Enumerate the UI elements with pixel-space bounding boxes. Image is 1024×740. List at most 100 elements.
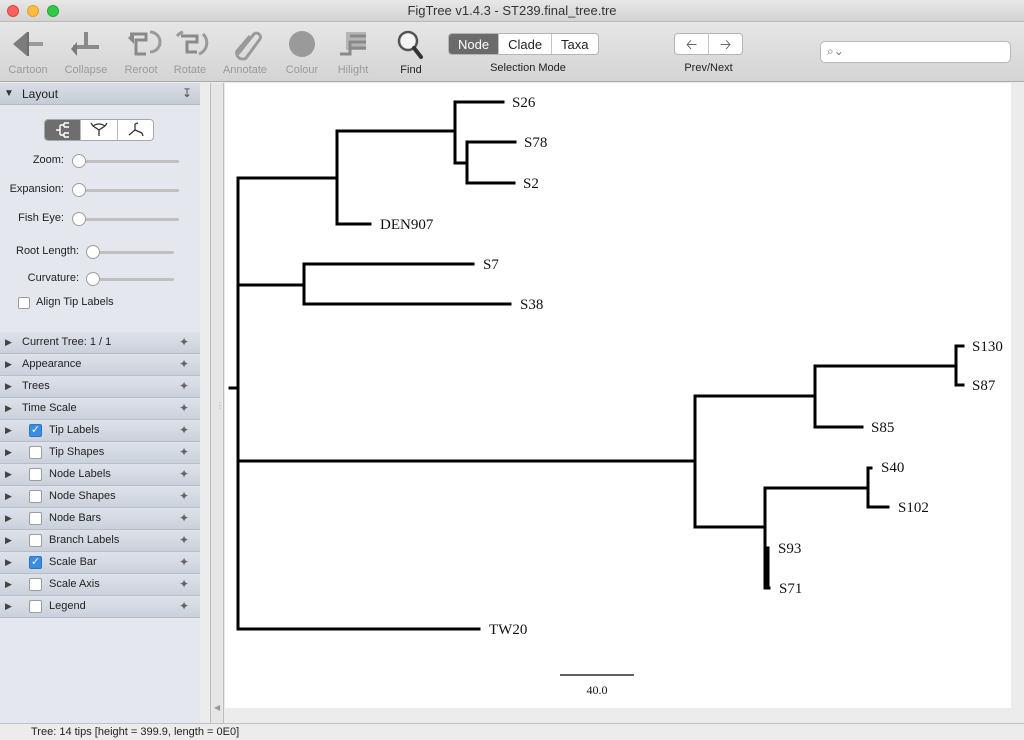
pin-icon[interactable]: ✦ <box>179 511 190 525</box>
hilight-button[interactable]: Hilight <box>326 26 380 76</box>
tree-canvas[interactable]: S26 S78 S2 DEN907 S7 S38 S130 S87 S85 S4… <box>225 83 1011 708</box>
search-box[interactable]: ⌕⌄ <box>820 41 1011 63</box>
root-length-slider-knob[interactable] <box>86 245 100 259</box>
pin-icon[interactable]: ✦ <box>179 577 190 591</box>
panel-legend[interactable]: ▶ Legend ✦ <box>0 596 200 618</box>
radial-layout-button[interactable] <box>118 120 153 140</box>
tip-label[interactable]: S71 <box>779 581 802 597</box>
rectangular-layout-button[interactable] <box>45 120 82 140</box>
curvature-slider-track[interactable] <box>87 278 174 281</box>
panel-time-scale[interactable]: ▶ Time Scale ✦ <box>0 398 200 420</box>
selection-mode-clade[interactable]: Clade <box>499 34 553 54</box>
close-window-button[interactable] <box>7 5 19 17</box>
zoom-slider-knob[interactable] <box>72 154 86 168</box>
cartoon-button[interactable]: Cartoon <box>1 26 55 76</box>
scale-axis-checkbox[interactable] <box>29 578 42 591</box>
pin-icon[interactable]: ✦ <box>179 401 190 415</box>
zoom-slider-track[interactable] <box>73 160 179 163</box>
minimize-window-button[interactable] <box>27 5 39 17</box>
cartoon-icon <box>13 32 43 56</box>
arrow-right-icon: 🡢 <box>719 36 732 52</box>
tip-label[interactable]: S40 <box>881 460 904 476</box>
panel-scale-axis[interactable]: ▶ Scale Axis ✦ <box>0 574 200 596</box>
zoom-label: Zoom: <box>32 154 64 166</box>
tip-labels-checkbox[interactable]: ✓ <box>29 424 42 437</box>
split-divider[interactable]: ⋮ ◀ <box>210 83 224 723</box>
panel-node-labels[interactable]: ▶ Node Labels ✦ <box>0 464 200 486</box>
curvature-slider-knob[interactable] <box>86 272 100 286</box>
tip-label[interactable]: S85 <box>871 420 894 436</box>
panel-node-shapes[interactable]: ▶ Node Shapes ✦ <box>0 486 200 508</box>
scale-bar: 40.0 <box>560 674 634 697</box>
disclosure-right-icon: ▶ <box>5 403 12 413</box>
tip-label[interactable]: S7 <box>483 257 499 273</box>
tip-label[interactable]: S93 <box>778 541 801 557</box>
panel-tip-labels[interactable]: ▶ ✓ Tip Labels ✦ <box>0 420 200 442</box>
zoom-slider-row: Zoom: <box>0 153 200 169</box>
pin-icon[interactable]: ✦ <box>179 423 190 437</box>
tip-label[interactable]: S87 <box>972 378 996 394</box>
scale-bar-checkbox[interactable]: ✓ <box>29 556 42 569</box>
panel-trees[interactable]: ▶ Trees ✦ <box>0 376 200 398</box>
polar-layout-button[interactable] <box>81 120 118 140</box>
tree-view[interactable]: S26 S78 S2 DEN907 S7 S38 S130 S87 S85 S4… <box>225 83 1011 708</box>
layout-panel-header[interactable]: ▼ Layout ↧ <box>0 83 200 105</box>
pin-icon[interactable]: ✦ <box>179 357 190 371</box>
maximize-window-button[interactable] <box>47 5 59 17</box>
branch-labels-checkbox[interactable] <box>29 534 42 547</box>
fish-eye-label: Fish Eye: <box>18 212 64 224</box>
panel-appearance[interactable]: ▶ Appearance ✦ <box>0 354 200 376</box>
pin-icon[interactable]: ✦ <box>179 379 190 393</box>
panel-branch-labels[interactable]: ▶ Branch Labels ✦ <box>0 530 200 552</box>
polar-layout-icon <box>90 122 108 136</box>
align-tip-labels-checkbox[interactable] <box>18 297 30 309</box>
colour-button[interactable]: Colour <box>275 26 329 76</box>
tip-label[interactable]: TW20 <box>489 622 527 638</box>
expansion-slider-knob[interactable] <box>72 183 86 197</box>
tip-label[interactable]: S26 <box>512 95 536 111</box>
panel-scale-bar[interactable]: ▶ ✓ Scale Bar ✦ <box>0 552 200 574</box>
tip-label[interactable]: S130 <box>972 339 1003 355</box>
pin-icon[interactable]: ✦ <box>179 533 190 547</box>
rotate-button[interactable]: Rotate <box>163 26 217 76</box>
panel-current-tree[interactable]: ▶ Current Tree: 1 / 1 ✦ <box>0 332 200 354</box>
reroot-button[interactable]: Reroot <box>114 26 168 76</box>
tip-shapes-checkbox[interactable] <box>29 446 42 459</box>
search-input[interactable] <box>845 44 1005 60</box>
title-bar: FigTree v1.4.3 - ST239.final_tree.tre <box>0 0 1024 22</box>
selection-mode-taxa[interactable]: Taxa <box>561 37 589 52</box>
collapse-button[interactable]: Collapse <box>59 26 113 76</box>
disclosure-right-icon: ▶ <box>5 513 12 523</box>
node-labels-checkbox[interactable] <box>29 468 42 481</box>
layout-type-control <box>44 119 154 141</box>
pin-icon[interactable]: ✦ <box>179 467 190 481</box>
node-bars-checkbox[interactable] <box>29 512 42 525</box>
panel-node-bars[interactable]: ▶ Node Bars ✦ <box>0 508 200 530</box>
next-button[interactable]: 🡢 <box>709 34 742 54</box>
find-button[interactable]: Find <box>384 26 438 76</box>
fish-eye-slider-knob[interactable] <box>72 212 86 226</box>
annotate-button[interactable]: Annotate <box>218 26 272 76</box>
tip-label[interactable]: DEN907 <box>380 217 434 233</box>
pin-icon[interactable]: ↧ <box>182 86 193 100</box>
node-shapes-checkbox[interactable] <box>29 490 42 503</box>
pin-icon[interactable]: ✦ <box>179 489 190 503</box>
prev-button[interactable]: 🡠 <box>675 34 709 54</box>
panel-tip-shapes[interactable]: ▶ Tip Shapes ✦ <box>0 442 200 464</box>
pin-icon[interactable]: ✦ <box>179 555 190 569</box>
legend-checkbox[interactable] <box>29 600 42 613</box>
disclosure-right-icon: ▶ <box>5 447 12 457</box>
root-length-slider-track[interactable] <box>87 251 174 254</box>
pin-icon[interactable]: ✦ <box>179 335 190 349</box>
tip-label[interactable]: S102 <box>898 500 929 516</box>
tip-label[interactable]: S38 <box>520 297 543 313</box>
expansion-slider-track[interactable] <box>73 189 179 192</box>
pin-icon[interactable]: ✦ <box>179 599 190 613</box>
disclosure-right-icon: ▶ <box>5 579 12 589</box>
fish-eye-slider-row: Fish Eye: <box>0 211 200 227</box>
selection-mode-node[interactable]: Node <box>449 34 500 54</box>
fish-eye-slider-track[interactable] <box>73 218 179 221</box>
tip-label[interactable]: S2 <box>523 176 539 192</box>
pin-icon[interactable]: ✦ <box>179 445 190 459</box>
tip-label[interactable]: S78 <box>524 135 547 151</box>
